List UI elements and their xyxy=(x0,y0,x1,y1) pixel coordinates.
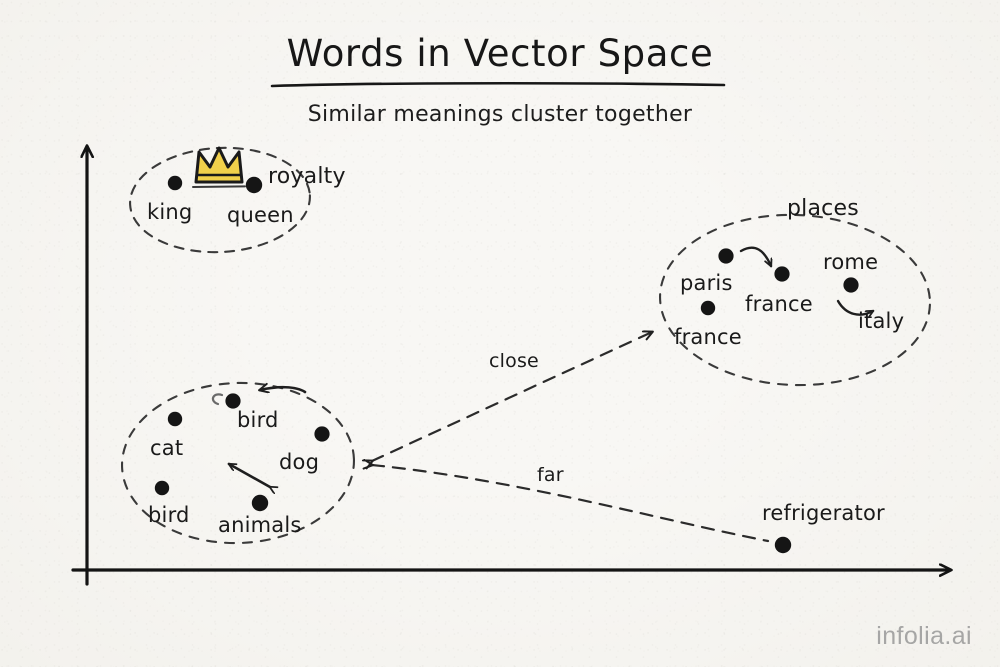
crown-icon xyxy=(192,146,246,188)
page-subtitle: Similar meanings cluster together xyxy=(307,102,693,127)
label-queen: queen xyxy=(227,203,294,227)
point-france-2[interactable] xyxy=(700,300,716,316)
cluster-animals-outline xyxy=(120,381,356,545)
cluster-royalty[interactable] xyxy=(127,143,312,256)
cluster-label-royalty: royalty xyxy=(268,164,346,189)
label-refrigerator: refrigerator xyxy=(762,501,885,525)
page-title: Words in Vector Space xyxy=(286,32,714,75)
label-paris: paris xyxy=(680,271,733,295)
point-queen[interactable] xyxy=(245,176,263,194)
label-italy: italy xyxy=(858,309,905,333)
arrow-paris-to-france xyxy=(739,246,771,266)
point-cat[interactable] xyxy=(167,411,183,427)
label-bird-2: bird xyxy=(148,503,190,527)
label-dog: dog xyxy=(279,450,320,474)
watermark: infolia.ai xyxy=(876,622,972,650)
label-animals: animals xyxy=(218,513,302,537)
relation-close-line xyxy=(372,332,652,461)
label-bird-1: bird xyxy=(237,408,279,432)
relation-label-close: close xyxy=(489,350,539,372)
title-underline xyxy=(270,81,726,88)
arrow-bird-animals xyxy=(229,462,270,487)
arrow-bird-hook xyxy=(260,387,307,392)
point-king[interactable] xyxy=(167,175,183,191)
label-cat: cat xyxy=(150,436,184,460)
point-rome[interactable] xyxy=(843,277,859,293)
relation-close[interactable] xyxy=(372,332,652,461)
point-paris[interactable] xyxy=(718,248,734,264)
label-king: king xyxy=(147,200,193,224)
axis-group xyxy=(71,147,950,586)
arrow-bird-curl xyxy=(211,393,224,406)
cluster-label-places: places xyxy=(787,196,859,221)
point-bird-1[interactable] xyxy=(225,393,241,409)
point-france-1[interactable] xyxy=(774,266,790,282)
relation-far-line xyxy=(372,465,770,543)
point-animals[interactable] xyxy=(251,494,269,512)
point-dog[interactable] xyxy=(314,426,330,442)
point-bird-2[interactable] xyxy=(154,480,170,496)
relation-label-far: far xyxy=(537,464,564,486)
cluster-royalty-outline xyxy=(129,146,311,254)
label-france-2: france xyxy=(674,325,742,349)
arrow-rome-to-italy xyxy=(836,299,873,315)
label-rome: rome xyxy=(823,250,879,274)
label-france-1: france xyxy=(745,292,813,316)
cluster-animals[interactable] xyxy=(119,379,356,547)
point-refrigerator[interactable] xyxy=(774,536,792,554)
relation-far[interactable] xyxy=(372,465,770,543)
cluster-places[interactable] xyxy=(657,210,933,389)
cluster-places-outline xyxy=(658,213,932,387)
